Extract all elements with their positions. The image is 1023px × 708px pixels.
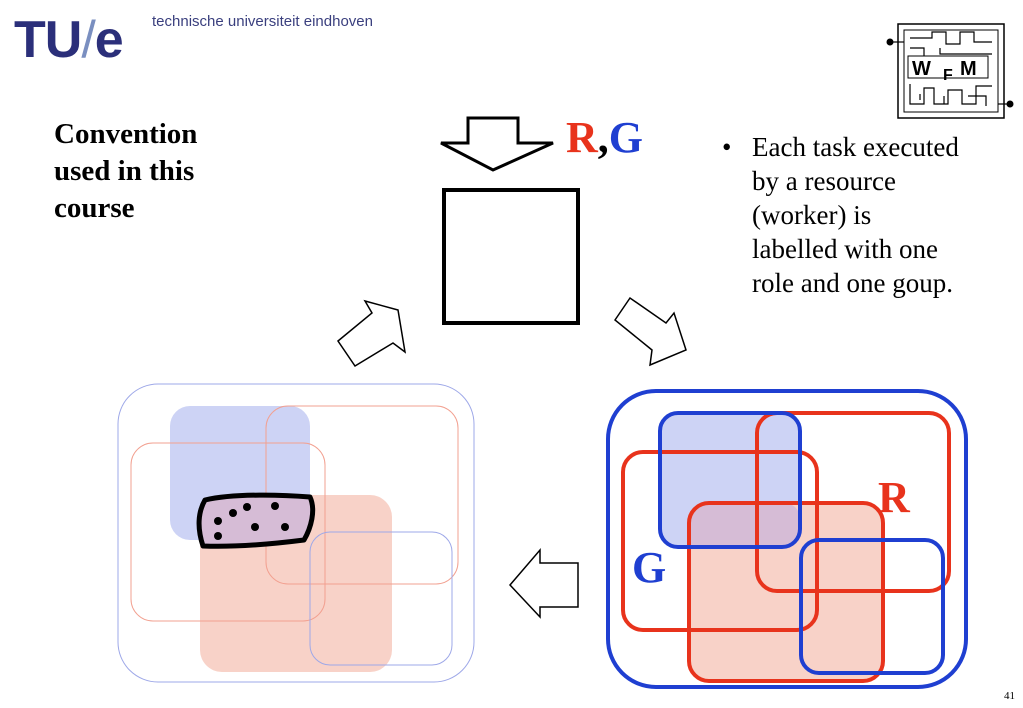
selected-workers-region [196,492,316,549]
page-number: 41 [1004,690,1015,702]
worker-dot [214,517,222,525]
role-label: R [878,473,910,522]
bullet-point: • Each task executed by a resource (work… [722,130,1012,300]
bullet-line: Each task executed [752,132,959,162]
task-role-letter: R [566,113,598,162]
convention-line: Convention [54,118,198,150]
worker-dot [251,523,259,531]
bullet-marker: • [722,132,732,162]
bullet-line: role and one goup. [752,268,953,298]
bullet-line: labelled with one [752,234,938,264]
down-right-arrow-icon [613,296,687,367]
role-outline [130,442,326,622]
group-label: G [632,543,667,592]
logo-e-text: e [94,11,124,69]
worker-dot [229,509,237,517]
overlap-area [689,503,800,547]
worker-dot [243,503,251,511]
role-outline [687,501,885,683]
organization-outline [606,389,968,689]
worker-dot [214,532,222,540]
task-label-comma: , [597,113,609,162]
wfm-logo: W F M [886,23,1014,119]
group-outline [309,531,453,666]
group-outline [658,411,802,549]
task-group-letter: G [608,113,644,162]
wfm-letter: W [912,58,931,80]
down-arrow-icon [440,116,554,172]
university-name: technische universiteit eindhoven [152,13,373,30]
task-role-group-label: R,G [566,113,643,163]
left-arrow-icon [508,547,579,619]
right-org-diagram [606,389,968,689]
bullet-line: by a resource [752,166,896,196]
worker-dot [271,502,279,510]
worker-dot [281,523,289,531]
left-org-diagram [117,383,475,683]
tue-logo: TU/e [14,10,124,70]
convention-line: used in this [54,155,195,187]
task-box [442,188,580,325]
organization-outline [117,383,475,683]
logo-tu-text: TU [14,11,82,69]
wfm-letter: M [960,58,977,80]
bullet-line: (worker) is [752,200,872,230]
logo-slash: / [81,11,95,69]
up-right-arrow-icon [336,299,407,368]
convention-heading: Convention used in this course [54,116,274,227]
convention-line: course [54,192,135,224]
wfm-letter: F [943,67,953,84]
group-outline [799,538,945,675]
